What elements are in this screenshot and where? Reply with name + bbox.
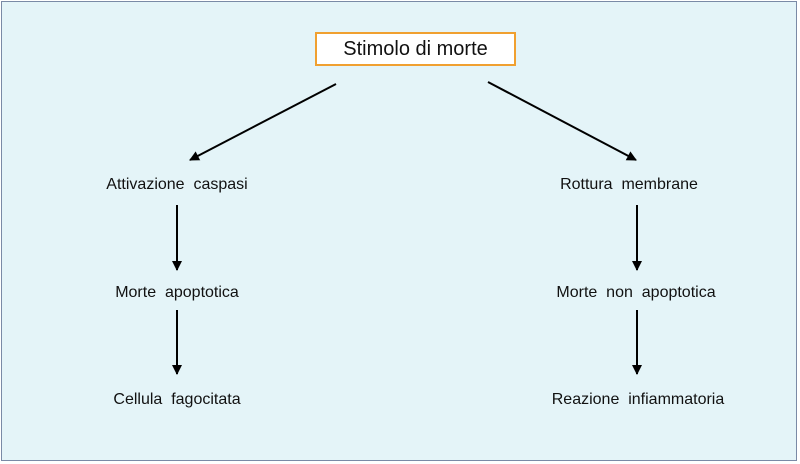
root-node: Stimolo di morte [315,32,516,66]
node-morte-apoptotica: Morte apoptotica [115,284,239,301]
node-rottura-membrane: Rottura membrane [560,176,698,193]
arrow-root-to-left [189,83,337,161]
node-attivazione-caspasi: Attivazione caspasi [106,176,248,193]
node-reazione-infiammatoria: Reazione infiammatoria [551,391,725,408]
root-node-label: Stimolo di morte [343,37,488,60]
node-morte-non-apoptotica: Morte non apoptotica [556,284,716,301]
node-cellula-fagocitata: Cellula fagocitata [113,391,241,408]
arrow-root-to-right [487,81,637,161]
